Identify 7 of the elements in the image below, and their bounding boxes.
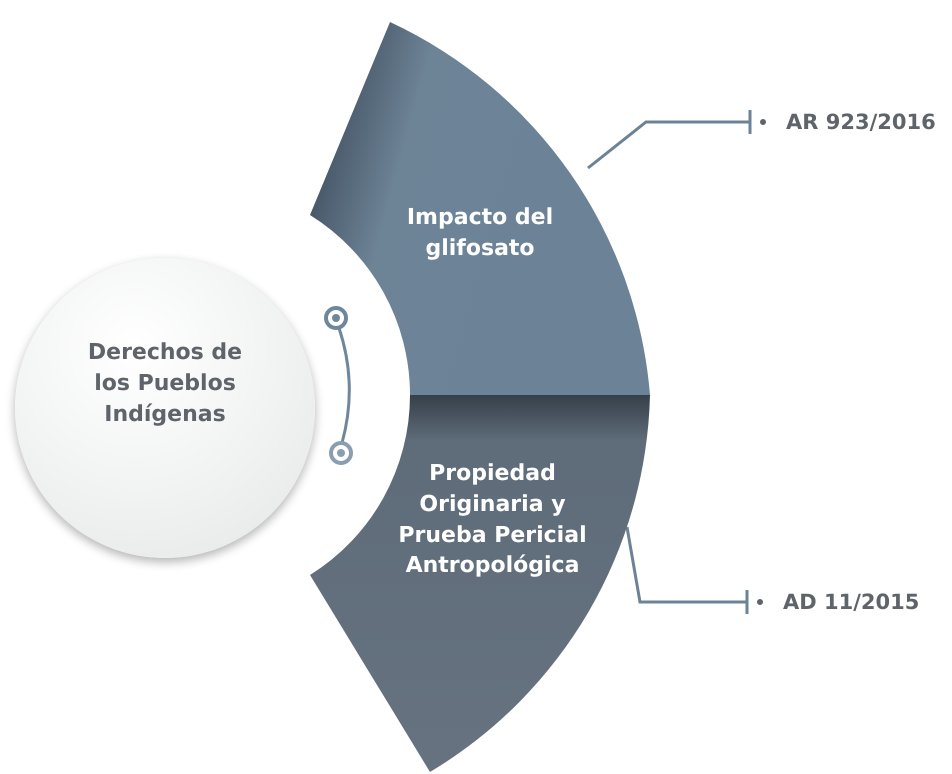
reference-text: AD 11/2015	[783, 590, 920, 614]
reference-text: AR 923/2016	[786, 110, 936, 134]
topic-label: Derechos de los Pueblos Indígenas	[86, 339, 244, 429]
segment-label: Impacto del glifosato	[406, 204, 554, 263]
leader-line	[626, 526, 748, 616]
leader-line	[587, 108, 752, 170]
segment-label: Propiedad Originaria y Prueba Pericial Antropológica	[397, 460, 588, 580]
